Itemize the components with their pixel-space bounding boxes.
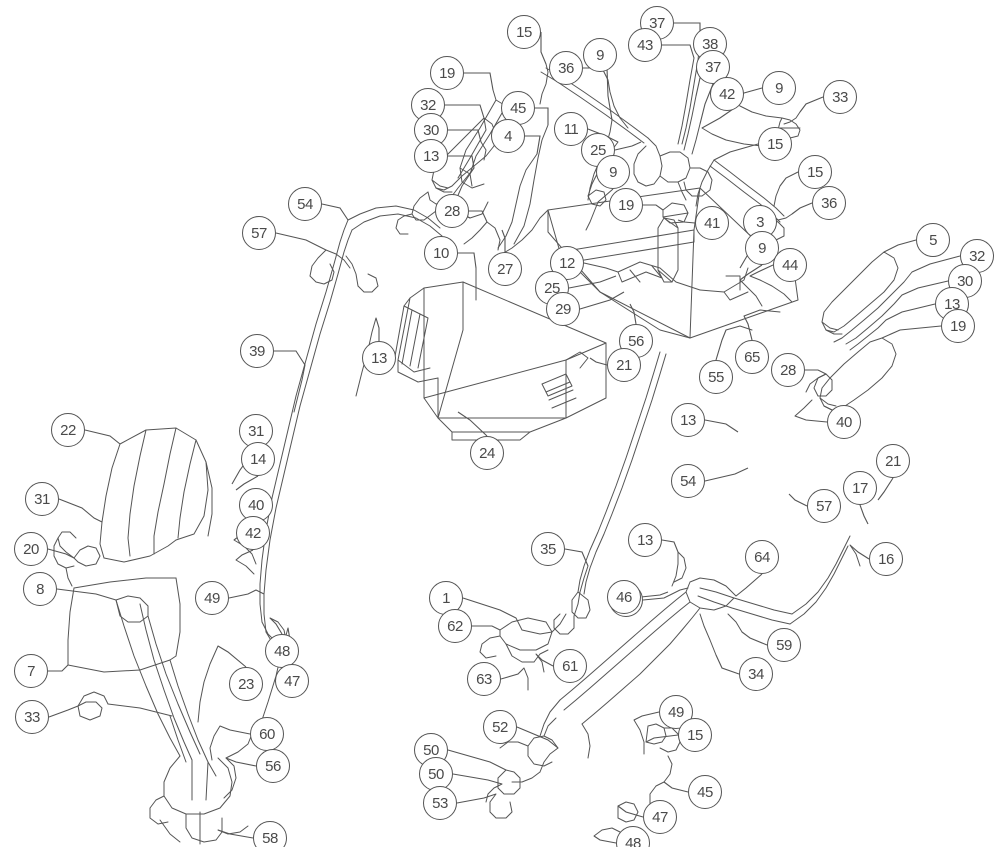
callout-bubble-13[interactable]: 13 — [628, 523, 662, 557]
callout-bubble-50[interactable]: 50 — [419, 757, 453, 791]
left-chute-upper — [53, 427, 213, 673]
callout-bubble-10[interactable]: 10 — [424, 236, 458, 270]
callout-bubble-20[interactable]: 20 — [14, 532, 48, 566]
callout-bubble-48[interactable]: 48 — [616, 826, 650, 847]
callout-bubble-13[interactable]: 13 — [362, 341, 396, 375]
callout-bubble-54[interactable]: 54 — [288, 187, 322, 221]
callout-bubble-23[interactable]: 23 — [229, 667, 263, 701]
callout-bubble-13[interactable]: 13 — [414, 139, 448, 173]
hopper-body — [393, 267, 607, 441]
callout-bubble-43[interactable]: 43 — [628, 28, 662, 62]
callout-bubble-7[interactable]: 7 — [14, 654, 48, 688]
callout-bubble-61[interactable]: 61 — [553, 649, 587, 683]
left-chute-lower — [77, 599, 289, 845]
callout-bubble-46[interactable]: 46 — [607, 580, 641, 614]
bottom-right-bar-assembly — [539, 535, 861, 837]
callout-bubble-21[interactable]: 21 — [607, 348, 641, 382]
callout-bubble-64[interactable]: 64 — [745, 540, 779, 574]
callout-bubble-24[interactable]: 24 — [470, 436, 504, 470]
callout-bubble-39[interactable]: 39 — [240, 334, 274, 368]
callout-bubble-15[interactable]: 15 — [798, 155, 832, 189]
callout-bubble-40[interactable]: 40 — [827, 405, 861, 439]
callout-bubble-41[interactable]: 41 — [695, 206, 729, 240]
callout-bubble-13[interactable]: 13 — [671, 403, 705, 437]
callout-bubble-63[interactable]: 63 — [467, 662, 501, 696]
callout-bubble-42[interactable]: 42 — [710, 77, 744, 111]
callout-bubble-17[interactable]: 17 — [843, 471, 877, 505]
callout-bubble-4[interactable]: 4 — [491, 119, 525, 153]
center-control-rod — [553, 351, 667, 635]
callout-bubble-57[interactable]: 57 — [807, 489, 841, 523]
callout-bubble-28[interactable]: 28 — [435, 194, 469, 228]
callout-bubble-22[interactable]: 22 — [51, 413, 85, 447]
callout-bubble-62[interactable]: 62 — [438, 609, 472, 643]
callout-bubble-5[interactable]: 5 — [916, 223, 950, 257]
callout-bubble-21[interactable]: 21 — [876, 444, 910, 478]
callout-bubble-45[interactable]: 45 — [501, 91, 535, 125]
callout-bubble-47[interactable]: 47 — [643, 800, 677, 834]
right-cylinder-group — [739, 251, 913, 417]
callout-bubble-48[interactable]: 48 — [265, 634, 299, 668]
callout-bubble-42[interactable]: 42 — [236, 516, 270, 550]
callout-bubble-15[interactable]: 15 — [678, 718, 712, 752]
callout-bubble-33[interactable]: 33 — [823, 80, 857, 114]
callout-bubble-9[interactable]: 9 — [583, 38, 617, 72]
callout-bubble-27[interactable]: 27 — [488, 252, 522, 286]
callout-bubble-59[interactable]: 59 — [767, 628, 801, 662]
callout-bubble-8[interactable]: 8 — [23, 572, 57, 606]
callout-bubble-16[interactable]: 16 — [869, 542, 903, 576]
callout-bubble-34[interactable]: 34 — [739, 657, 773, 691]
callout-bubble-19[interactable]: 19 — [941, 309, 975, 343]
callout-bubble-11[interactable]: 11 — [554, 112, 588, 146]
callout-bubble-36[interactable]: 36 — [549, 51, 583, 85]
callout-bubble-9[interactable]: 9 — [762, 71, 796, 105]
callout-bubble-29[interactable]: 29 — [546, 292, 580, 326]
callout-bubble-49[interactable]: 49 — [195, 581, 229, 615]
left-handle-bar — [233, 205, 443, 649]
callout-bubble-65[interactable]: 65 — [735, 340, 769, 374]
callout-bubble-54[interactable]: 54 — [671, 464, 705, 498]
callout-bubble-52[interactable]: 52 — [483, 710, 517, 744]
callout-bubble-57[interactable]: 57 — [242, 216, 276, 250]
callout-bubble-40[interactable]: 40 — [239, 488, 273, 522]
callout-bubble-56[interactable]: 56 — [256, 749, 290, 783]
callout-bubble-15[interactable]: 15 — [507, 15, 541, 49]
callout-bubble-25[interactable]: 25 — [581, 133, 615, 167]
callout-bubble-19[interactable]: 19 — [609, 188, 643, 222]
callout-bubble-60[interactable]: 60 — [250, 717, 284, 751]
callout-bubble-15[interactable]: 15 — [758, 127, 792, 161]
callout-bubble-44[interactable]: 44 — [773, 248, 807, 282]
callout-bubble-55[interactable]: 55 — [699, 360, 733, 394]
callout-bubble-53[interactable]: 53 — [423, 786, 457, 820]
callout-bubble-58[interactable]: 58 — [253, 821, 287, 847]
callout-bubble-33[interactable]: 33 — [15, 700, 49, 734]
callout-bubble-9[interactable]: 9 — [596, 155, 630, 189]
callout-bubble-45[interactable]: 45 — [688, 775, 722, 809]
callout-bubble-35[interactable]: 35 — [531, 532, 565, 566]
callout-bubble-28[interactable]: 28 — [771, 353, 805, 387]
callout-bubble-47[interactable]: 47 — [275, 664, 309, 698]
callout-bubble-19[interactable]: 19 — [430, 56, 464, 90]
callout-bubble-31[interactable]: 31 — [25, 482, 59, 516]
callout-bubble-36[interactable]: 36 — [812, 186, 846, 220]
callout-bubble-14[interactable]: 14 — [241, 442, 275, 476]
